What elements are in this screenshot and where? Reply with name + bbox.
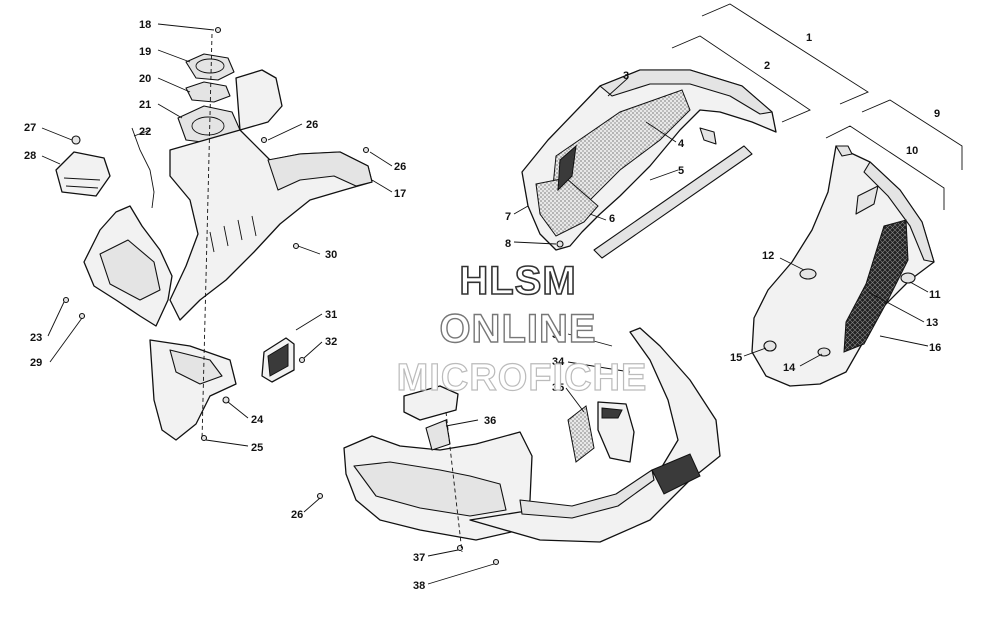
callout-13: 13 [926,317,938,329]
callout-28: 28 [24,150,36,162]
callout-8: 8 [505,238,511,250]
callout-12: 12 [762,250,774,262]
callout-32: 32 [325,336,337,348]
callout-2: 2 [764,60,770,72]
screw-26b [362,146,370,154]
screw-23 [62,296,70,304]
callout-33: 33 [552,329,564,341]
callout-16: 16 [929,342,941,354]
left-console-assembly [55,26,373,442]
ecu-bracket-36 [425,419,451,451]
console-left-inner [99,239,161,301]
key-lens-face [267,343,289,377]
pan-left-inner [353,461,507,517]
screw-26a [260,136,268,144]
pan-inner-rail [519,469,655,519]
fastener-27 [71,135,81,145]
callout-36: 36 [484,415,496,427]
screw-25 [200,434,208,442]
callout-3: 3 [623,70,629,82]
callout-37: 37 [413,552,425,564]
front-shroud-decal-12 [799,268,817,280]
console-plate-19 [185,53,235,81]
callout-29: 29 [30,357,42,369]
callout-1: 1 [806,32,812,44]
callout-35: 35 [552,382,564,394]
watermark-line-1: HLSM [459,259,576,303]
front-shroud-decal-15 [763,340,777,352]
callout-34: 34 [552,356,565,368]
callout-labels: 1 2 3 4 5 6 7 8 9 10 11 12 13 14 15 16 1… [24,19,941,592]
front-shroud-tab [835,145,853,157]
front-shroud-decal-14 [817,347,831,357]
callout-11: 11 [929,289,941,301]
callout-26-lower: 26 [291,509,303,521]
callout-30: 30 [325,249,337,261]
callout-24: 24 [251,414,264,426]
vent-panel-35 [567,405,595,463]
leader-lines [41,23,929,585]
callout-25: 25 [251,442,263,454]
trim-clip-4 [699,127,717,145]
callout-9: 9 [934,108,940,120]
callout-6: 6 [609,213,615,225]
screw-30 [292,242,300,250]
callout-20: 20 [139,73,151,85]
callout-23: 23 [30,332,42,344]
front-shroud-assembly [751,145,935,387]
wire-22 [131,127,155,209]
group-bracket-1-2 [671,3,963,210]
screw-18 [214,26,222,34]
lower-nose-pan-assembly [316,327,721,566]
fastener-8 [556,240,564,248]
console-plate-20 [185,81,231,103]
callout-22: 22 [139,126,151,138]
callout-14: 14 [783,362,796,374]
callout-31: 31 [325,309,337,321]
side-panel-dark-edge [557,144,577,192]
screw-29 [78,312,86,320]
front-shroud-grille-16 [843,219,909,353]
callout-27: 27 [24,122,36,134]
console-right-arm-17 [267,151,373,191]
callout-21: 21 [139,99,151,111]
callout-19: 19 [139,46,151,58]
pan-bottom-shadow [651,453,701,495]
screw-32 [298,356,306,364]
side-panel-upper-lip [599,69,773,115]
callout-10: 10 [906,145,918,157]
callout-17: 17 [394,188,406,200]
callout-4: 4 [678,138,685,150]
front-shroud-edge [863,161,935,263]
callout-26-upper: 26 [306,119,318,131]
screw-26c [316,492,324,500]
front-shroud-decal-11 [900,272,916,284]
callout-26-right: 26 [394,161,406,173]
console-upper-cover [235,69,283,131]
callout-38: 38 [413,580,425,592]
front-shroud-vent-upper [855,185,879,215]
callout-18: 18 [139,19,151,31]
ecu-box [403,385,459,421]
meter-housing-detail [63,177,101,189]
trim-strip-5 [593,145,753,259]
meter-housing-28 [55,151,111,197]
callout-15: 15 [730,352,742,364]
screw-38 [492,558,500,566]
watermark-line-2: ONLINE [439,307,596,351]
watermark-line-3: MICROFICHE [397,357,648,399]
console-ribs [209,215,257,253]
console-lower-detail [169,349,223,385]
watermark: HLSM ONLINE MICROFICHE [396,258,648,399]
vent-cover-dark [601,407,623,419]
screw-24 [222,396,230,404]
front-shroud-body [751,145,935,387]
right-side-panel-assembly [521,69,777,259]
callout-5: 5 [678,165,684,177]
console-lower-panel [149,339,237,441]
callout-7: 7 [505,211,511,223]
